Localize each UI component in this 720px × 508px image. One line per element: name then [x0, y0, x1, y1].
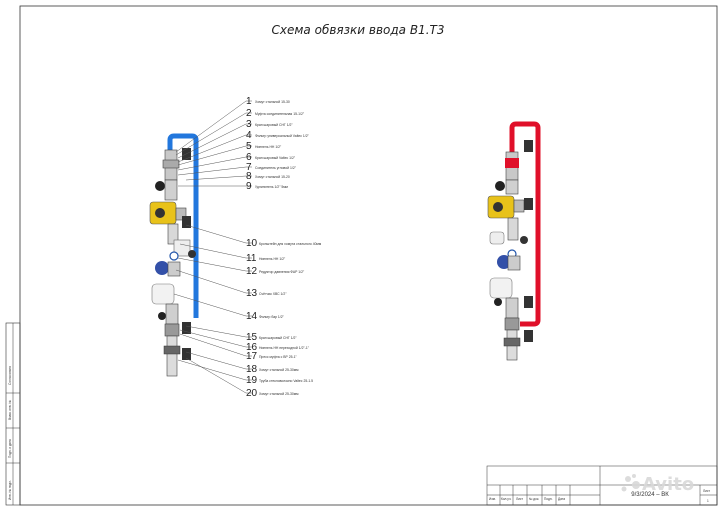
stamp-col-2: Кол.уч. [501, 497, 512, 501]
callout-label-16: Ниппель НН переходной 1/2"-1" [259, 346, 310, 350]
callout-num-17: 17 [246, 351, 258, 362]
callout-num-19: 19 [246, 375, 258, 386]
callout-label-5: Ниппель НН 1/2" [255, 145, 282, 149]
callout-num-8: 8 [246, 171, 252, 182]
callout-label-11: Ниппель НН 1/2" [259, 257, 286, 261]
callout-label-4: Фильтр универсальный Valtec 1/2" [255, 134, 310, 138]
callout-num-20: 20 [246, 388, 258, 399]
callout-label-20: Хомут стальной 25-30мм [259, 392, 299, 396]
diagram-title: Схема обвязки ввода В1.Т3 [272, 23, 445, 37]
callout-num-1: 1 [246, 96, 252, 107]
callout-label-2: Муфта соединительная 15-1/2" [255, 112, 305, 116]
callout-label-8: Хомут стальной 15-20 [255, 175, 290, 179]
callout-label-13: Счётчик ХВС 1/2" [259, 292, 287, 296]
callout-label-19: Труба стекловолокно Valtec 25-1.5 [259, 379, 313, 383]
side-cell-2: Подп. и дата [8, 439, 12, 458]
avito-watermark: Avito [621, 474, 694, 495]
callout-label-3: Кран шаровый СНГ 1/2" [255, 123, 293, 127]
callout-num-2: 2 [246, 108, 252, 119]
cold-pipe [167, 133, 199, 318]
hot-pipe [509, 121, 541, 327]
callout-num-4: 4 [246, 130, 252, 141]
valve-handle [155, 181, 165, 191]
callout-label-14: Фильтр бар 1/2" [259, 315, 285, 319]
callout-num-3: 3 [246, 119, 252, 130]
callout-label-1: Хомут стальной 15-30 [255, 100, 290, 104]
callout-label-17: Пресс муфта с ВР 25-1" [259, 355, 298, 359]
inlet-pipe [166, 335, 178, 377]
sheet-frame [19, 5, 718, 506]
stamp-date-code: 9/3/2024 – ВК [631, 492, 669, 498]
water-meter [155, 261, 169, 275]
callout-num-13: 13 [246, 288, 258, 299]
callout-num-16: 16 [246, 342, 258, 353]
callout-list: 1 Хомут стальной 15-30 2 Муфта соедините… [246, 96, 322, 399]
stamp-sheet-no: 1 [707, 499, 709, 503]
side-stamp: Взам. инв. № Подп. и дата Инв. № подл. С… [5, 322, 21, 506]
title-block [486, 465, 718, 506]
callout-label-18: Хомут стальной 25-30мм [259, 368, 299, 372]
filter [151, 283, 175, 305]
hot-riser-assembly [487, 121, 541, 361]
stamp-col-3: Лист [516, 497, 523, 501]
callout-label-9: Удлинитель 1/2" 5мм [255, 185, 289, 189]
callout-num-9: 9 [246, 181, 252, 192]
stamp-sheet-label: Лист [703, 489, 710, 493]
water-meter-hot [497, 255, 511, 269]
callout-num-6: 6 [246, 152, 252, 163]
callout-label-6: Кран шаровый Valtec 1/2" [255, 156, 296, 160]
callout-num-11: 11 [246, 253, 257, 264]
stamp-col-4: № док. [529, 497, 539, 501]
leader-lines [173, 100, 252, 394]
callout-label-10: Кронштейн для хомута стального 40мм [259, 242, 322, 246]
callout-num-7: 7 [246, 162, 252, 173]
stamp-col-1: Изм. [489, 497, 496, 501]
callout-num-12: 12 [246, 266, 258, 277]
callout-label-7: Соединитель угловой 1/2" [255, 166, 297, 170]
callout-label-12: Редуктор давления ФАР 1/2" [259, 270, 305, 274]
side-cell-3: Инв. № подл. [8, 480, 12, 500]
side-cell-1: Взам. инв. № [8, 400, 12, 420]
callout-num-15: 15 [246, 332, 258, 343]
watermark-text: Avito [642, 474, 694, 495]
cold-riser-assembly [149, 133, 199, 377]
callout-num-5: 5 [246, 141, 252, 152]
callout-label-15: Кран шаровый СНГ 1/2" [259, 336, 297, 340]
callout-num-14: 14 [246, 311, 258, 322]
stamp-col-5: Подп. [544, 497, 553, 501]
callout-num-10: 10 [246, 238, 258, 249]
callout-num-18: 18 [246, 364, 258, 375]
side-cell-4: Согласовано [8, 366, 12, 385]
stamp-col-6: Дата [558, 497, 565, 501]
